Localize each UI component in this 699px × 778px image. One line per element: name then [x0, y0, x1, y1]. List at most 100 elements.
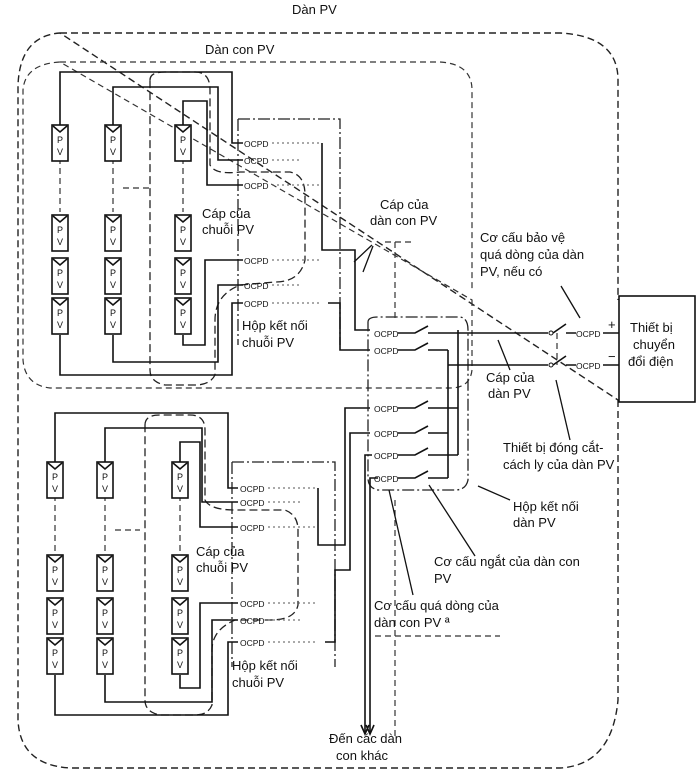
array-isolator-label-1: Thiết bị đóng cắt- — [503, 440, 603, 455]
subarray-fuse-switch: OCPD — [374, 447, 458, 461]
svg-text:V: V — [102, 577, 108, 587]
svg-text:V: V — [177, 577, 183, 587]
svg-text:V: V — [177, 484, 183, 494]
diode-icon — [97, 462, 113, 471]
svg-text:P: P — [102, 565, 108, 575]
svg-text:P: P — [110, 308, 116, 318]
pv-module: PV — [46, 461, 64, 499]
pv-module: PV — [174, 297, 192, 335]
pv-module: PV — [171, 597, 189, 635]
subarray-cable-plus — [321, 143, 370, 331]
diode-icon — [105, 298, 121, 307]
pv-module: PV — [51, 124, 69, 162]
pv-module: PV — [96, 554, 114, 592]
svg-text:P: P — [102, 472, 108, 482]
svg-text:V: V — [180, 147, 186, 157]
to-other-subarrays-wire — [364, 454, 378, 732]
pv-module: PV — [104, 257, 122, 295]
subarray-disconnect-label-1: Cơ cấu ngắt của dàn con — [434, 554, 580, 569]
array-jb-label-2: dàn PV — [513, 515, 556, 530]
pv-module: PV — [104, 214, 122, 252]
ocpd-fuse: OCPD — [244, 256, 269, 266]
subarray-fuse-switch: OCPD — [374, 470, 448, 484]
svg-text:P: P — [110, 225, 116, 235]
svg-text:P: P — [177, 608, 183, 618]
pv-module: PV — [96, 597, 114, 635]
pv-module: PV — [46, 637, 64, 675]
string-jb-label-top-2: chuỗi PV — [242, 335, 294, 350]
subarray-cable-plus — [317, 407, 370, 546]
pv-modules: PVPVPVPVPVPVPVPVPVPVPVPVPVPVPVPVPVPVPVPV… — [46, 124, 192, 675]
svg-text:V: V — [110, 320, 116, 330]
pv-subarray-label: Dàn con PV — [205, 42, 275, 57]
svg-text:OCPD: OCPD — [374, 346, 399, 356]
pv-module: PV — [46, 597, 64, 635]
string-jb-label-bottom-1: Hộp kết nối — [232, 658, 298, 673]
diode-icon — [52, 215, 68, 224]
ocpd-fuse: OCPD — [244, 181, 269, 191]
string-wire — [59, 71, 243, 144]
ocpd-fuse: OCPD — [240, 616, 265, 626]
svg-text:V: V — [110, 147, 116, 157]
svg-text:V: V — [52, 660, 58, 670]
svg-text:V: V — [180, 280, 186, 290]
svg-text:V: V — [52, 484, 58, 494]
ocpd-fuse: OCPD — [244, 139, 269, 149]
converter-label-1: Thiết bị — [630, 320, 673, 335]
svg-text:OCPD: OCPD — [374, 329, 399, 339]
diode-icon — [175, 125, 191, 134]
string-cable-label-bottom-1: Cáp của — [196, 544, 245, 559]
diode-icon — [175, 215, 191, 224]
diode-icon — [52, 298, 68, 307]
string-jb-label-top-1: Hộp kết nối — [242, 318, 308, 333]
diode-icon — [172, 638, 188, 647]
svg-text:P: P — [177, 565, 183, 575]
pv-array-title: Dàn PV — [292, 2, 337, 17]
ocpd-fuse: OCPD — [240, 523, 265, 533]
svg-text:V: V — [180, 237, 186, 247]
diode-icon — [52, 125, 68, 134]
pv-module: PV — [104, 124, 122, 162]
string-wire — [112, 86, 243, 161]
array-jb-label-1: Hộp kết nối — [513, 499, 579, 514]
string-wire — [104, 619, 238, 703]
svg-text:V: V — [102, 620, 108, 630]
diode-icon — [105, 125, 121, 134]
string-cable-loop-top — [149, 71, 306, 386]
svg-text:P: P — [110, 268, 116, 278]
diode-icon — [175, 298, 191, 307]
subarray-fuse-switch: OCPD — [374, 342, 448, 356]
pv-module: PV — [96, 461, 114, 499]
string-wire — [179, 441, 238, 528]
svg-text:V: V — [57, 280, 63, 290]
subarray-ocpd-label-1: Cơ cấu quá dòng của — [374, 598, 500, 613]
svg-text:V: V — [57, 237, 63, 247]
string-jb-label-bottom-2: chuỗi PV — [232, 675, 284, 690]
pv-module: PV — [174, 214, 192, 252]
diode-icon — [105, 258, 121, 267]
svg-text:V: V — [52, 620, 58, 630]
array-isolator: OCPD OCPD + − — [548, 317, 619, 371]
ocpd-fuse: OCPD — [244, 156, 269, 166]
svg-text:P: P — [110, 135, 116, 145]
diode-icon — [172, 598, 188, 607]
string-cable-label-top-2: chuỗi PV — [202, 222, 254, 237]
array-cable-label-1: Cáp của — [486, 370, 535, 385]
svg-text:P: P — [52, 648, 58, 658]
subarray-fuse-switch: OCPD — [374, 400, 458, 414]
svg-text:P: P — [177, 472, 183, 482]
string-cable-label-top-1: Cáp của — [202, 206, 251, 221]
ocpd-fuse: OCPD — [240, 599, 265, 609]
diode-icon — [172, 462, 188, 471]
ocpd-fuse: OCPD — [240, 498, 265, 508]
array-cable-label-2: dàn PV — [488, 386, 531, 401]
converter-label-2: chuyển — [633, 337, 675, 352]
pv-module: PV — [171, 461, 189, 499]
svg-text:P: P — [52, 608, 58, 618]
array-ocpd-label-1: Cơ cấu bảo vệ — [480, 230, 565, 245]
string-junction-box-bottom — [231, 461, 336, 667]
diode-icon — [47, 555, 63, 564]
svg-text:P: P — [57, 308, 63, 318]
